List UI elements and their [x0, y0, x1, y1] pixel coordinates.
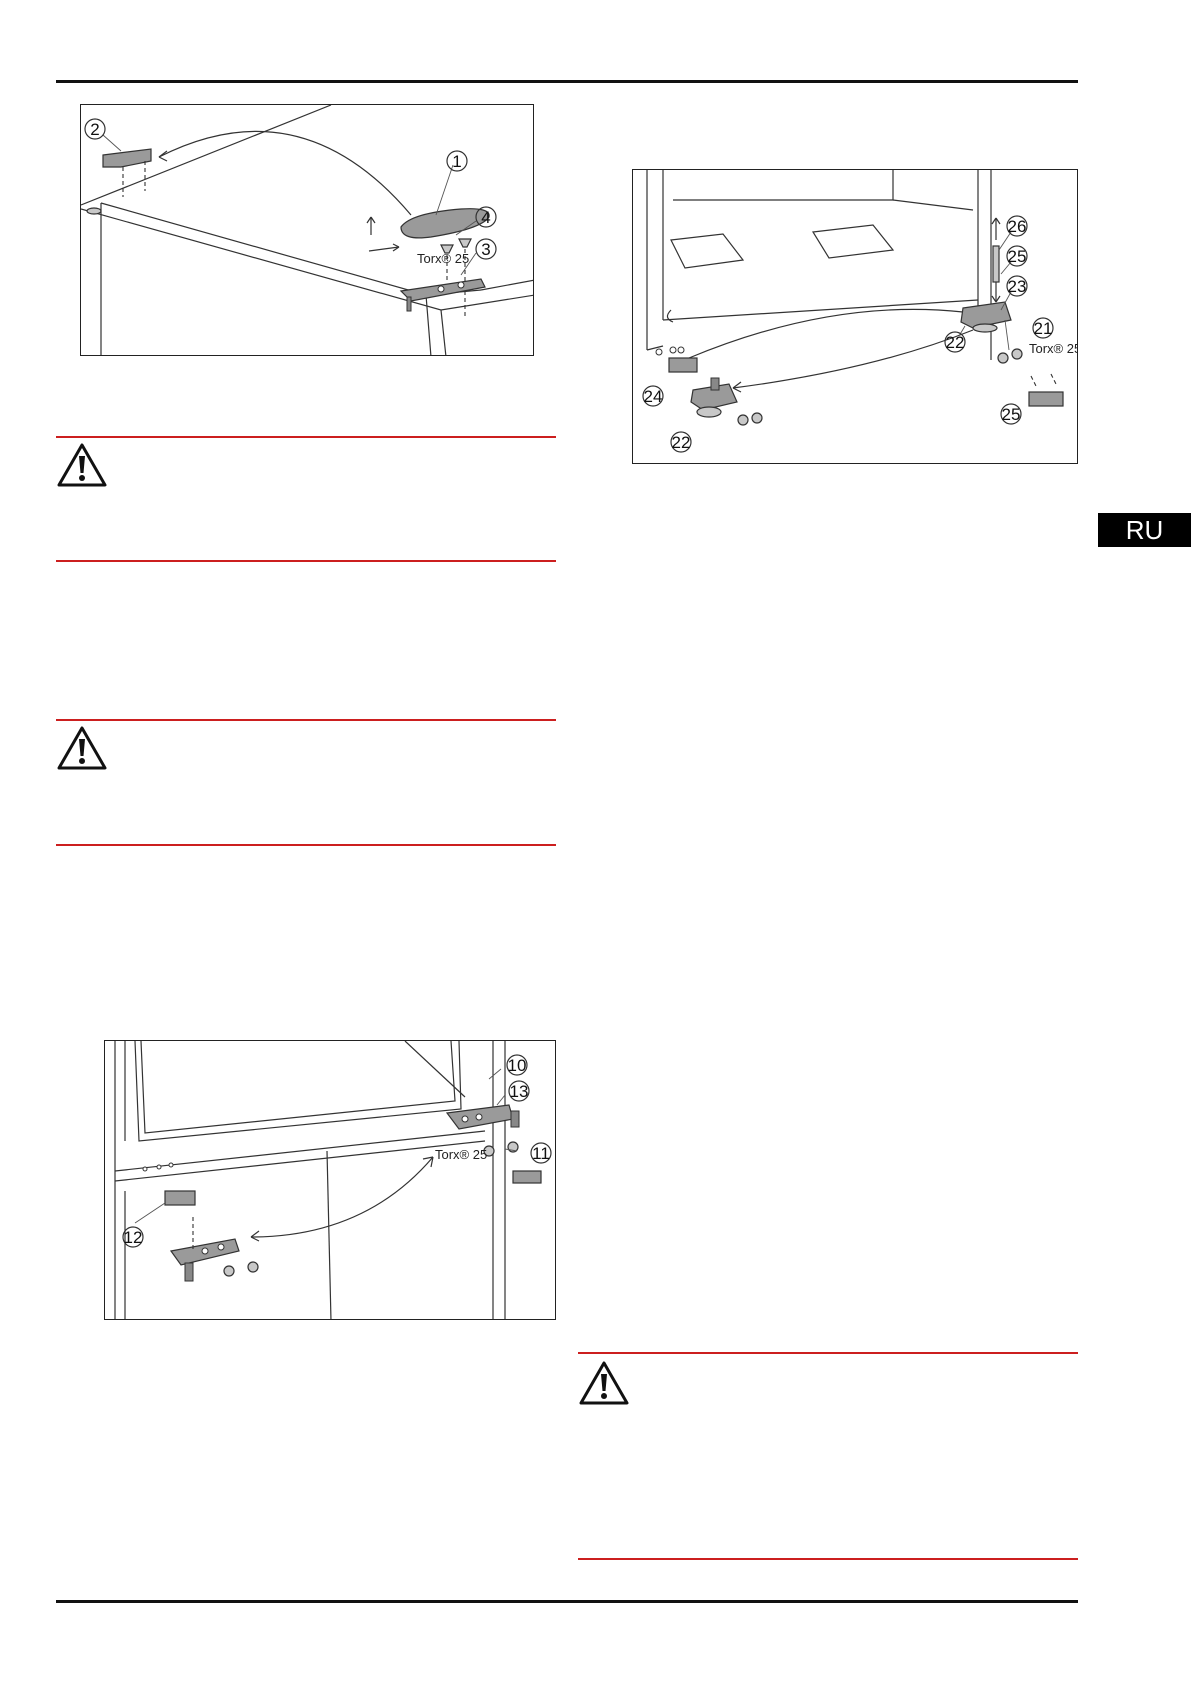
callout-26: 26	[1008, 217, 1027, 236]
warning-2-top-rule	[56, 719, 556, 721]
callout-24: 25	[1008, 247, 1027, 266]
callout-22-upper: 22	[946, 333, 965, 352]
torx-label: Torx® 25	[417, 251, 469, 266]
callout-3: 3	[481, 240, 490, 259]
callout-10: 10	[508, 1056, 527, 1075]
figure-middle-hinge: 10 13 11 Torx® 25 12	[104, 1040, 556, 1320]
warning-triangle-icon	[579, 1361, 629, 1405]
callout-25-left: 24	[644, 387, 663, 406]
warning-1-top-rule	[56, 436, 556, 438]
figure-top-hinge-cover: 2 1 4 3 Torx® 25	[80, 104, 534, 356]
callout-1: 1	[452, 152, 461, 171]
callout-12: 12	[124, 1228, 143, 1247]
callout-11: 11	[532, 1144, 550, 1163]
figure-bottom-hinge: 26 25 23 21 Torx® 25 22 24 22 25	[632, 169, 1078, 464]
warning-3-top-rule	[578, 1352, 1078, 1354]
callout-25-right: 25	[1002, 405, 1021, 424]
callout-22-lower: 22	[672, 433, 691, 452]
callout-23: 23	[1008, 277, 1027, 296]
callout-2: 2	[90, 120, 99, 139]
torx-label-right: Torx® 25	[1029, 341, 1078, 356]
warning-1-bottom-rule	[56, 560, 556, 562]
warning-2-bottom-rule	[56, 844, 556, 846]
warning-triangle-icon	[57, 443, 107, 487]
language-tab[interactable]: RU	[1098, 513, 1191, 547]
header-rule	[56, 80, 1078, 83]
warning-3-bottom-rule	[578, 1558, 1078, 1560]
warning-triangle-icon	[57, 726, 107, 770]
torx-label-middle: Torx® 25	[435, 1147, 487, 1162]
callout-13: 13	[510, 1082, 529, 1101]
callout-4: 4	[481, 208, 490, 227]
footer-rule	[56, 1600, 1078, 1603]
callout-21: 21	[1034, 319, 1053, 338]
